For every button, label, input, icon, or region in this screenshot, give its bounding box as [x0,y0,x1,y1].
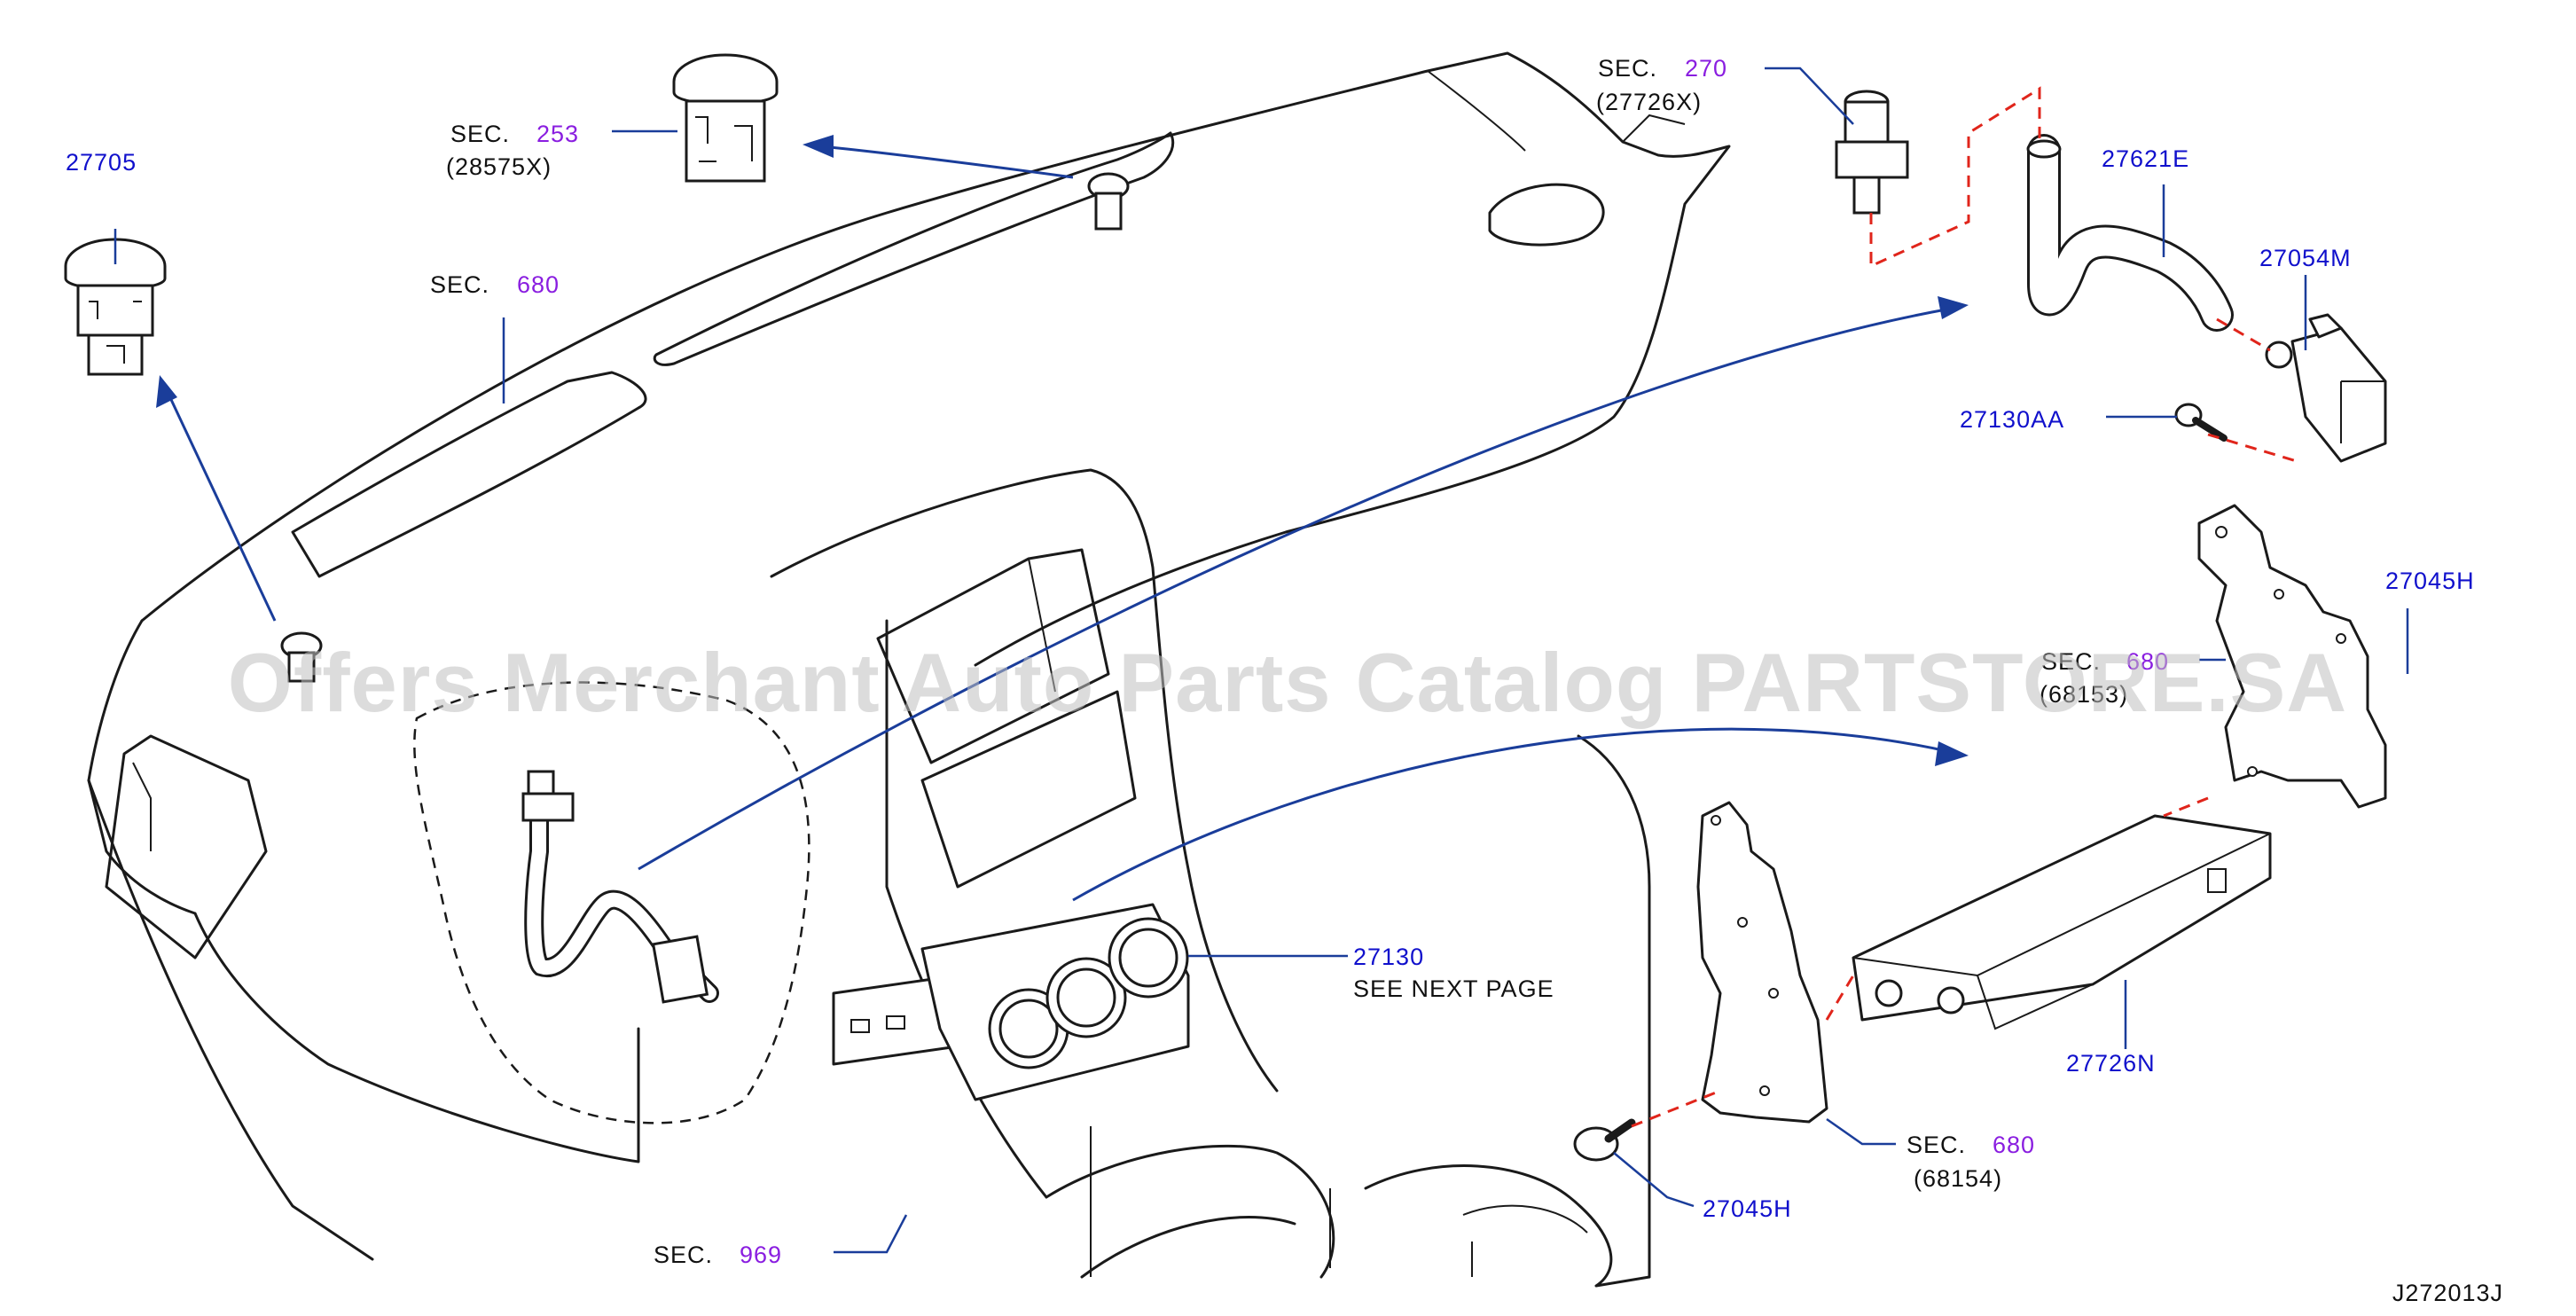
part-27726n-label: 27726N [2066,1050,2156,1077]
aspirator-27054m-icon [2265,313,2387,463]
sensor-27705-icon [64,238,167,376]
sec-680-top-number: 680 [517,271,560,298]
aspirator-hose-27621e-icon [2026,134,2234,332]
sec-680-right-number: 680 [2126,648,2169,675]
sec-270-prefix: SEC. [1598,55,1657,82]
bracket-68154-icon [1696,801,1828,1124]
part-27045h-top-label: 27045H [2385,568,2475,594]
sec-680-right-ref: (68153) [2040,681,2128,708]
sec-680-bottom-prefix: SEC. [1907,1132,1966,1158]
sec-253-prefix: SEC. [450,121,510,147]
part-27621e-label: 27621E [2102,145,2189,172]
leader-lines [114,67,2409,1254]
part-27054m-label: 27054M [2259,245,2352,271]
dash-sensor-clip-left-icon [280,631,323,683]
part-27130aa-label: 27130AA [1960,406,2064,433]
aspirator-hose-installed-icon [521,770,719,1004]
sec-253-ref: (28575X) [446,153,552,180]
blue-arrows [156,135,1969,902]
sec-680-bottom-ref: (68154) [1914,1165,2002,1192]
figure-code: J272013J [2392,1280,2503,1306]
screw-27130aa-icon [2174,403,2228,442]
heater-control-27130-icon [832,903,1190,1101]
sec-969-prefix: SEC. [654,1242,713,1268]
control-unit-27726n-icon [1852,814,2272,1030]
sec-270-number: 270 [1685,55,1727,82]
bracket-68153-icon [2197,504,2387,809]
connection-dashes [1631,86,2298,1128]
sec-680-top-prefix: SEC. [430,271,489,298]
part-27705-label: 27705 [66,149,137,176]
part-27130-label: 27130 [1353,944,1424,970]
sec-270-ref: (27726X) [1596,89,1702,115]
sec-680-bottom-number: 680 [1993,1132,2035,1158]
part-27045h-bottom-label: 27045H [1703,1195,1792,1222]
sec-253-number: 253 [536,121,579,147]
sec-680-right-prefix: SEC. [2041,648,2101,675]
watermark-text: Offers Merchant Auto Parts Catalog PARTS… [228,636,2347,729]
sec-969-number: 969 [740,1242,782,1268]
screw-27045h-icon [1573,1118,1636,1162]
dash-sensor-clip-icon [1087,172,1130,231]
connector-sec270-icon [1835,90,1909,215]
sensor-sec253-icon [672,53,779,183]
dashboard-line-art [87,51,1731,1288]
part-labels: 27705 SEC. 253 (28575X) SEC. 680 SEC. 27… [66,55,2503,1306]
part-27130-note: SEE NEXT PAGE [1353,975,1554,1002]
